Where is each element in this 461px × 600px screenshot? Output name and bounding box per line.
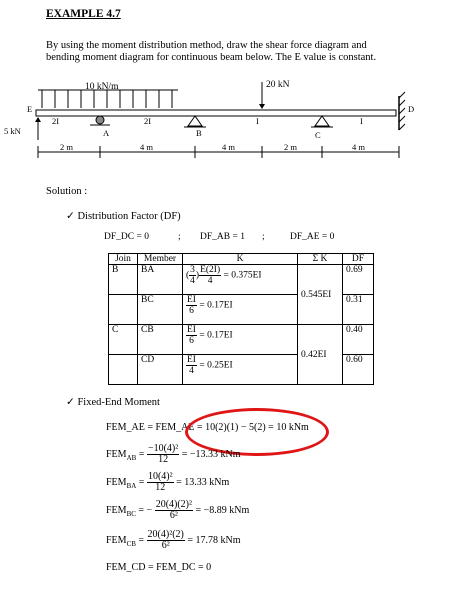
df-dc: DF_DC = 0 (104, 232, 149, 242)
left-force-label: 5 kN (4, 126, 21, 136)
node-E: E (27, 104, 33, 114)
point-load-label: 20 kN (266, 80, 290, 90)
inertia-BC: I (256, 116, 259, 126)
highlight-circle (185, 408, 329, 456)
df-ae: DF_AE = 0 (290, 232, 335, 242)
check-icon: ✓ (66, 397, 75, 408)
problem-statement: By using the moment distribution method,… (46, 40, 376, 64)
dim-B-load: 4 m (222, 142, 235, 152)
node-B: B (196, 128, 202, 138)
node-C: C (315, 130, 321, 140)
table-header-row: Join Member K Σ K DF (108, 253, 374, 265)
support-A (95, 115, 105, 125)
support-B (187, 115, 203, 127)
example-title: EXAMPLE 4.7 (46, 8, 121, 20)
dim-load-C: 2 m (284, 142, 297, 152)
dim-CD: 4 m (352, 142, 365, 152)
fem-cd: FEM_CD = FEM_DC = 0 (106, 562, 212, 573)
udl-label: 10 kN/m (85, 82, 119, 92)
node-D: D (408, 104, 415, 114)
fem-heading: ✓ Fixed-End Moment (66, 397, 160, 408)
sep-2: ; (262, 232, 265, 242)
udl-arrows (38, 89, 178, 108)
problem-line-2: bending moment diagram for continuous be… (46, 52, 377, 63)
solution-label: Solution : (46, 186, 88, 197)
inertia-EA: 2I (52, 116, 60, 126)
support-C (314, 115, 330, 127)
df-heading: ✓ Distribution Factor (DF) (66, 211, 181, 222)
df-ab: DF_AB = 1 (200, 232, 245, 242)
inertia-AB: 2I (144, 116, 152, 126)
dim-EA: 2 m (60, 142, 73, 152)
dim-AB: 4 m (140, 142, 153, 152)
beam-diagram (35, 82, 406, 158)
sep-1: ; (178, 232, 181, 242)
fem-cb: FEMCB = 20(4)²(2)6² = 17.78 kNm (106, 529, 241, 551)
beam-line (35, 109, 397, 117)
problem-line-1: By using the moment distribution method,… (46, 40, 367, 51)
check-icon: ✓ (66, 211, 75, 222)
node-A: A (103, 128, 110, 138)
inertia-CD: I (360, 116, 363, 126)
